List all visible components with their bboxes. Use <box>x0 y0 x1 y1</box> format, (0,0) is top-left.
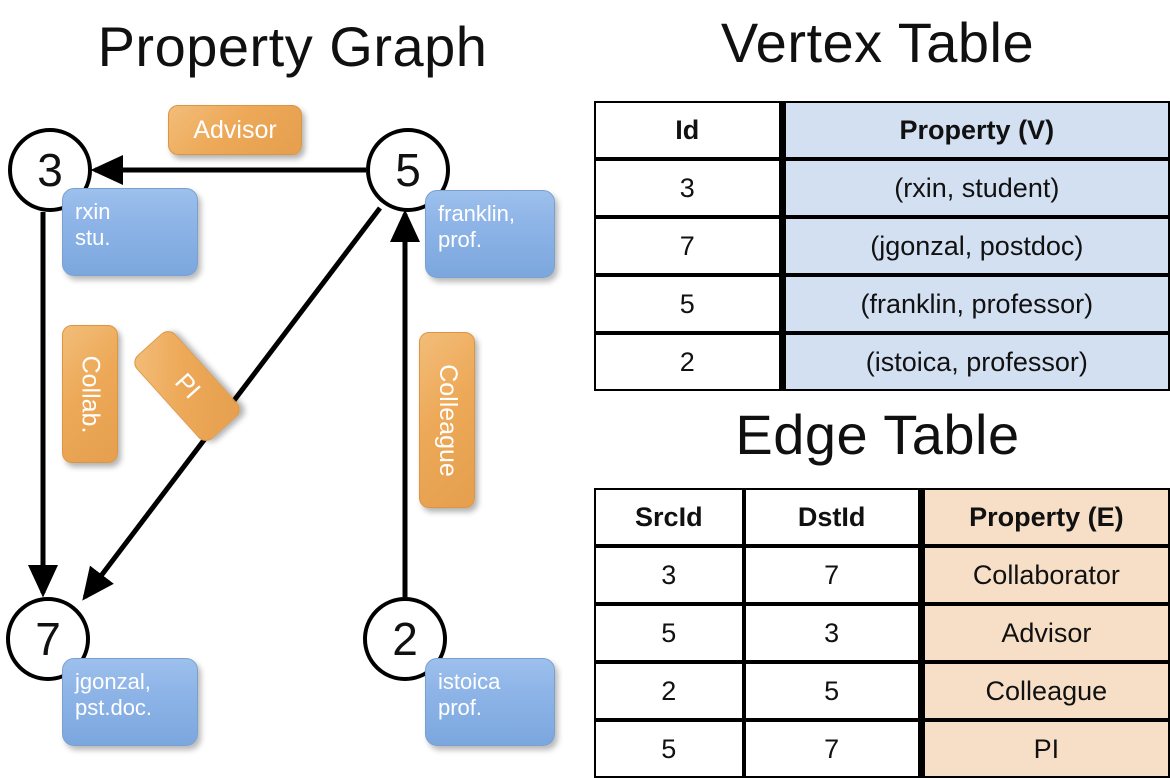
node-property-box-3: rxin stu. <box>62 188 198 276</box>
node-property-line2: prof. <box>438 226 483 252</box>
vertex-cell-property: (rxin, student) <box>780 159 1170 217</box>
vertex-table-row[interactable]: 5 (franklin, professor) <box>594 275 1170 333</box>
edge-cell-dstid: 7 <box>743 546 920 604</box>
edge-cell-dstid: 7 <box>743 720 920 778</box>
node-property-box-5: franklin, prof. <box>425 190 555 278</box>
edge-label-advisor-text: Advisor <box>193 115 277 144</box>
vertex-table: Id Property (V) 3 (rxin, student) 7 (jgo… <box>594 101 1170 391</box>
vertex-cell-property: (jgonzal, postdoc) <box>780 217 1170 275</box>
node-property-line2: stu. <box>75 224 111 250</box>
edge-table-header-property: Property (E) <box>919 488 1170 546</box>
node-property-box-7: jgonzal, pst.doc. <box>62 658 198 746</box>
edge-cell-srcid: 3 <box>594 546 744 604</box>
vertex-table-header-property: Property (V) <box>780 101 1170 159</box>
property-graph-diagram: 3 5 7 2 rxin stu. franklin, prof. jgonza… <box>0 0 585 760</box>
vertex-cell-id: 2 <box>594 333 781 391</box>
node-property-line1: istoica <box>438 669 501 694</box>
edge-cell-dstid: 5 <box>743 662 920 720</box>
vertex-cell-property: (istoica, professor) <box>780 333 1170 391</box>
vertex-table-row[interactable]: 3 (rxin, student) <box>594 159 1170 217</box>
edge-label-pi-text: PI <box>169 367 206 404</box>
edge-cell-srcid: 2 <box>594 662 744 720</box>
edge-table-header-row: SrcId DstId Property (E) <box>594 488 1170 546</box>
edge-label-colleague: Colleague <box>419 332 475 508</box>
page-title-property-graph: Property Graph <box>97 15 488 78</box>
graph-node-2[interactable]: 2 <box>363 597 447 681</box>
edge-table-header-dstid: DstId <box>743 488 920 546</box>
vertex-cell-id: 5 <box>594 275 781 333</box>
edge-label-advisor: Advisor <box>168 105 302 155</box>
edge-table-header-srcid: SrcId <box>594 488 744 546</box>
edge-cell-property: Colleague <box>919 662 1170 720</box>
vertex-table-row[interactable]: 7 (jgonzal, postdoc) <box>594 217 1170 275</box>
edge-label-collab: Collab. <box>62 325 118 463</box>
edge-table-row[interactable]: 3 7 Collaborator <box>594 546 1170 604</box>
vertex-cell-id: 3 <box>594 159 781 217</box>
node-property-line2: pst.doc. <box>75 694 153 720</box>
edge-cell-srcid: 5 <box>594 720 744 778</box>
edge-label-colleague-text: Colleague <box>433 363 462 477</box>
vertex-table-header-row: Id Property (V) <box>594 101 1170 159</box>
edge-cell-property: Collaborator <box>919 546 1170 604</box>
node-property-line1: rxin <box>75 199 111 224</box>
edge-label-collab-text: Collab. <box>76 355 105 433</box>
node-property-line1: jgonzal, <box>75 669 151 694</box>
edge-table: SrcId DstId Property (E) 3 7 Collaborato… <box>594 488 1170 778</box>
vertex-cell-id: 7 <box>594 217 781 275</box>
edge-cell-srcid: 5 <box>594 604 744 662</box>
edge-table-row[interactable]: 5 7 PI <box>594 720 1170 778</box>
page-title-edge-table: Edge Table <box>735 403 1020 466</box>
node-property-box-2: istoica prof. <box>425 658 555 746</box>
edge-cell-dstid: 3 <box>743 604 920 662</box>
edge-cell-property: PI <box>919 720 1170 778</box>
page-title-vertex-table: Vertex Table <box>720 11 1035 74</box>
node-property-line2: prof. <box>438 694 483 720</box>
edge-table-row[interactable]: 2 5 Colleague <box>594 662 1170 720</box>
vertex-table-row[interactable]: 2 (istoica, professor) <box>594 333 1170 391</box>
edge-cell-property: Advisor <box>919 604 1170 662</box>
edge-table-row[interactable]: 5 3 Advisor <box>594 604 1170 662</box>
vertex-cell-property: (franklin, professor) <box>780 275 1170 333</box>
node-property-line1: franklin, <box>438 201 516 226</box>
vertex-table-header-id: Id <box>594 101 781 159</box>
